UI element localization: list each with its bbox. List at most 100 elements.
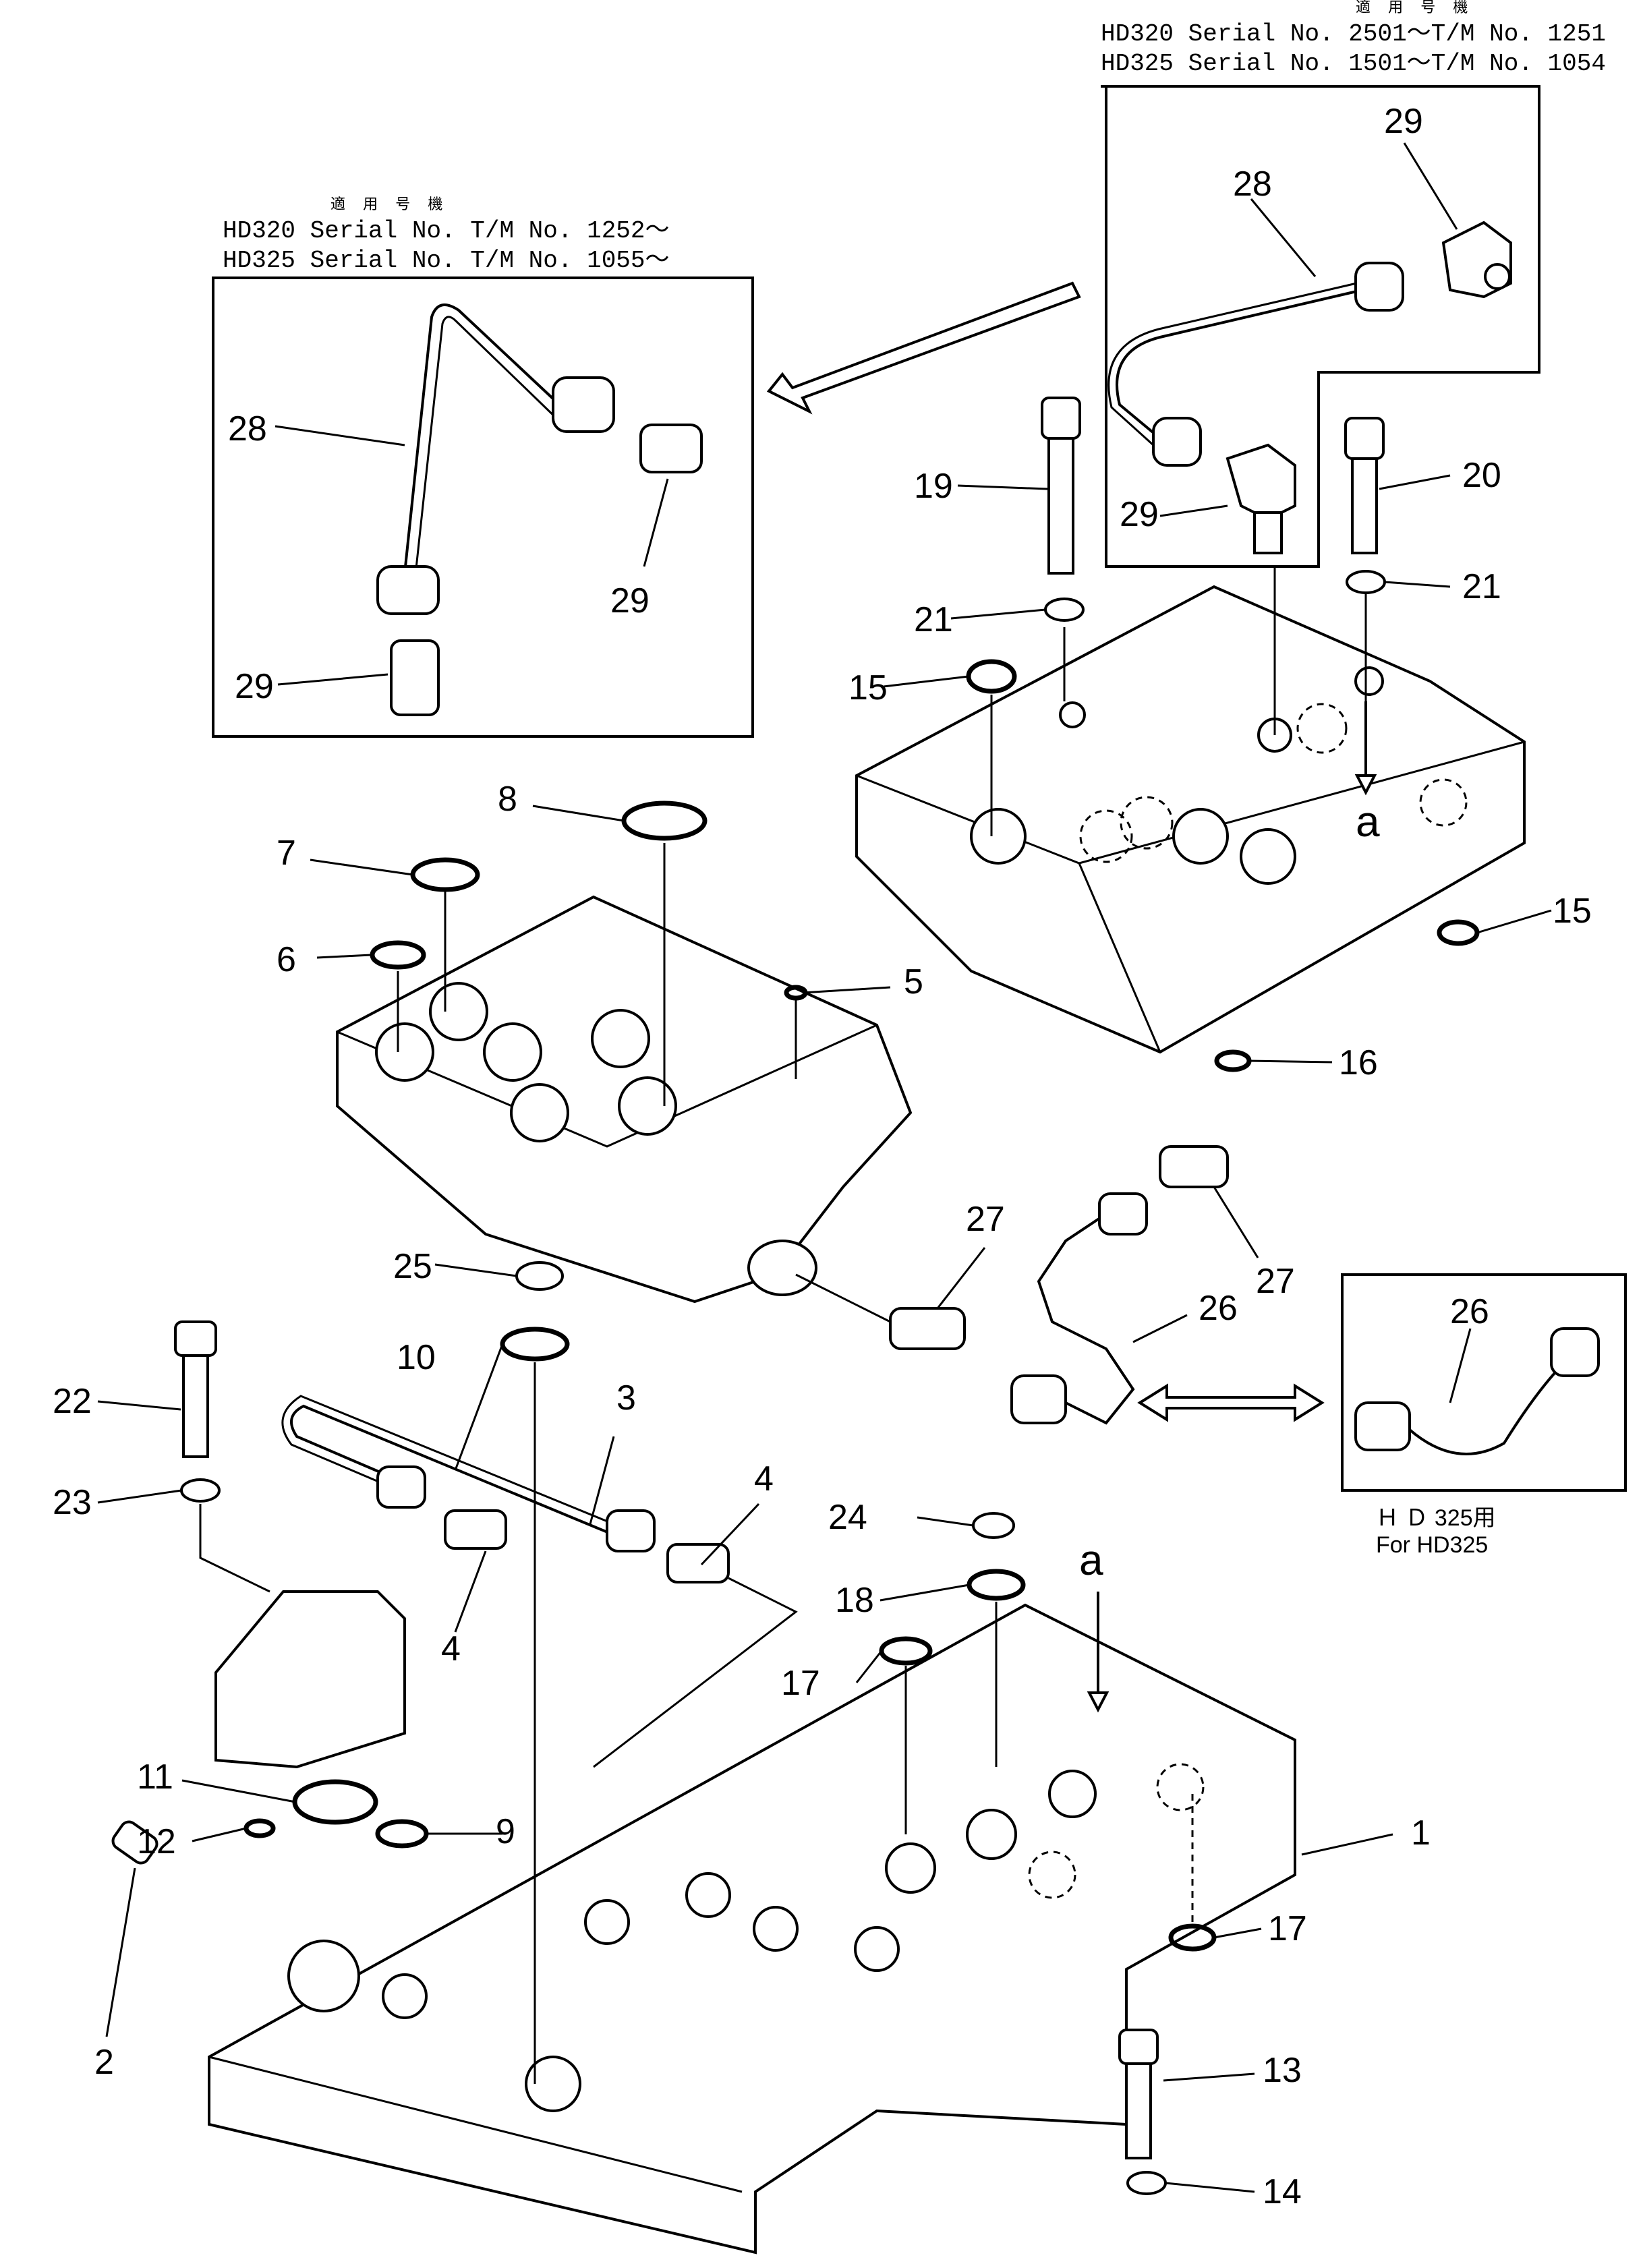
pipe-28-right <box>1116 289 1363 440</box>
hatched-arrow-left <box>766 281 1081 415</box>
callout-28-left: 28 <box>228 409 267 448</box>
callout-17-right: 17 <box>1268 1909 1307 1948</box>
inset-left-frame <box>212 277 754 738</box>
o-ring-12 <box>243 1818 276 1838</box>
inset-right-frame <box>1101 85 1540 568</box>
o-ring-10 <box>500 1327 570 1362</box>
callout-19: 19 <box>914 467 953 506</box>
callout-16: 16 <box>1339 1043 1378 1082</box>
o-ring-7 <box>410 857 480 892</box>
callout-27-lower: 27 <box>966 1200 1005 1239</box>
reference-arrows <box>1087 701 1377 1713</box>
inset-hd325: Ｈ Ｄ 325用 For HD325 <box>1341 1273 1627 1558</box>
pipe-nut-28-left-bottom <box>376 565 440 615</box>
washer-21-right <box>1346 570 1386 594</box>
bolt-19-shank <box>1047 437 1074 575</box>
pipe-nut-28-right-b <box>1152 417 1202 467</box>
leader-lines <box>199 566 1367 2084</box>
callout-numbers: 1 2 3 4 4 5 6 7 8 9 10 11 12 13 14 15 15… <box>53 102 1592 2211</box>
o-ring-11 <box>292 1779 378 1825</box>
bolt-22-shank <box>182 1354 209 1458</box>
o-ring-15-right <box>1437 919 1480 946</box>
hatched-arrow-double <box>1137 1383 1325 1422</box>
callout-20: 20 <box>1462 456 1501 495</box>
o-ring-17-top <box>879 1636 933 1666</box>
callout-23: 23 <box>53 1483 92 1522</box>
sub-cover-plate <box>214 1590 406 1769</box>
valve-body-upper-right <box>855 585 1526 1054</box>
pipe-3-nut-left <box>376 1465 426 1509</box>
pipe-26-hd325 <box>1408 1361 1566 1455</box>
bolt-13-shank <box>1125 2062 1152 2159</box>
callout-18: 18 <box>835 1581 874 1620</box>
callout-9: 9 <box>496 1812 515 1851</box>
bolt-20-head <box>1344 417 1385 460</box>
pipe-26 <box>1037 1213 1135 1425</box>
inset-serial-range-right: 適 用 号 機 HD320 Serial No. 2501～T/M No. 12… <box>1101 0 1606 568</box>
callout-7: 7 <box>277 834 296 873</box>
callout-29-left-lower: 29 <box>235 667 274 706</box>
callout-24: 24 <box>828 1498 867 1537</box>
hd325-label-2: For HD325 <box>1376 1532 1488 1558</box>
callout-26-hd325: 26 <box>1450 1292 1489 1331</box>
inset-serial-range-left: 適 用 号 機 HD320 Serial No. T/M No. 1252～ H… <box>212 196 754 738</box>
callout-14: 14 <box>1263 2172 1302 2211</box>
pipe-26-nut-top <box>1098 1192 1148 1235</box>
washer-23 <box>180 1478 221 1503</box>
washer-14 <box>1126 2171 1167 2195</box>
callout-28-right: 28 <box>1233 165 1272 204</box>
callout-22: 22 <box>53 1382 92 1421</box>
callout-26: 26 <box>1199 1289 1238 1328</box>
bolts-and-washers <box>111 397 1386 2195</box>
pipe-3-nut-right <box>606 1509 656 1552</box>
fitting-29-left-lower <box>390 639 440 716</box>
callout-6: 6 <box>277 940 296 979</box>
callout-8: 8 <box>498 780 517 819</box>
o-ring-9 <box>375 1819 429 1849</box>
bolt-19-head <box>1041 397 1081 440</box>
o-ring-18 <box>967 1569 1026 1601</box>
callout-11: 11 <box>137 1757 173 1797</box>
inset-right-line2: HD325 Serial No. 1501～T/M No. 1054 <box>1101 50 1606 78</box>
callout-21-right: 21 <box>1462 567 1501 606</box>
callout-12: 12 <box>137 1822 176 1861</box>
plug-24 <box>972 1512 1015 1539</box>
pipe-nut-28-right <box>1354 262 1404 312</box>
plug-2 <box>111 1820 158 1865</box>
inset-left-line1: HD320 Serial No. T/M No. 1252～ <box>223 217 670 245</box>
plug-25 <box>515 1261 564 1291</box>
callout-leaders <box>97 142 1552 2193</box>
reference-a-upper: a <box>1356 797 1380 846</box>
fitting-27-lower <box>889 1307 966 1350</box>
elbow-fitting-29-lower <box>1226 443 1296 521</box>
pipe-26-nut-bottom <box>1010 1374 1067 1424</box>
callout-15-right: 15 <box>1553 892 1592 931</box>
callout-4-right: 4 <box>754 1459 774 1499</box>
callout-21-left: 21 <box>914 600 953 639</box>
callout-29-left-upper: 29 <box>610 581 650 620</box>
callout-4-left: 4 <box>441 1629 461 1668</box>
bolt-20-shank <box>1351 457 1378 554</box>
callout-10: 10 <box>397 1338 436 1377</box>
callout-29-right-lower: 29 <box>1120 495 1159 534</box>
callout-13: 13 <box>1263 2051 1302 2090</box>
callout-2: 2 <box>94 2043 114 2082</box>
callout-29-right-top: 29 <box>1384 102 1423 141</box>
inset-right-line1: HD320 Serial No. 2501～T/M No. 1251 <box>1101 20 1606 48</box>
callout-3: 3 <box>616 1378 636 1418</box>
callout-25: 25 <box>393 1247 432 1286</box>
pipe-nut-28-left-top <box>552 376 615 433</box>
o-ring-16 <box>1214 1049 1252 1072</box>
fitting-27-upper <box>1159 1145 1229 1188</box>
fitting-4-right <box>666 1543 730 1583</box>
washer-21-left <box>1044 598 1085 622</box>
fitting-29-left-upper <box>639 424 703 473</box>
reference-a-lower: a <box>1079 1536 1103 1584</box>
callout-15-top: 15 <box>848 668 888 707</box>
valve-port-boss <box>747 1240 817 1296</box>
inset-hd325-frame <box>1341 1273 1627 1492</box>
inset-right-jp-label: 適 用 号 機 <box>1356 0 1474 16</box>
hd325-label-1: Ｈ Ｄ 325用 <box>1376 1505 1496 1531</box>
callout-5: 5 <box>904 962 923 1001</box>
